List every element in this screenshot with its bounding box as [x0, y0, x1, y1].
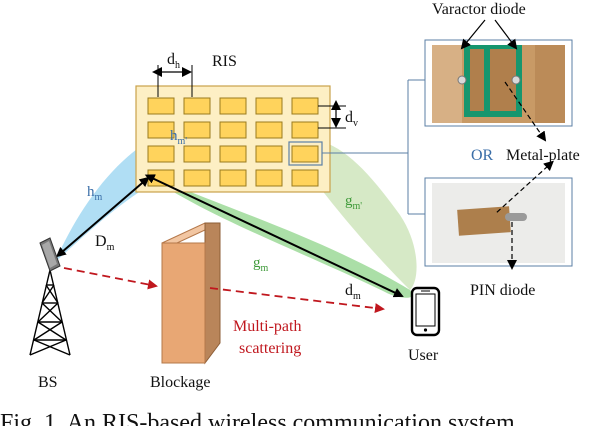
label-dm: dm	[345, 282, 361, 302]
label-scattering: scattering	[239, 340, 301, 357]
label-gm: gm	[253, 255, 269, 274]
ris-element	[183, 169, 211, 187]
varactor-photo	[424, 39, 573, 127]
label-blockage: Blockage	[150, 374, 210, 391]
label-bs: BS	[38, 374, 58, 391]
label-ris: RIS	[212, 53, 237, 70]
bs-antenna-panel	[39, 237, 61, 272]
ris-element	[219, 121, 247, 139]
pin-diode-photo	[424, 177, 573, 267]
ris-element	[255, 169, 283, 187]
ris-element	[255, 97, 283, 115]
scattered-link	[209, 287, 385, 313]
label-dh: dh	[167, 51, 180, 71]
label-Dm: Dm	[95, 233, 115, 253]
arrow-dm	[144, 174, 404, 298]
label-dv: dv	[345, 109, 358, 129]
ris-element	[183, 121, 211, 139]
label-varactor-diode: Varactor diode	[432, 1, 526, 18]
ris-element	[219, 169, 247, 187]
arrow-Dm	[55, 176, 150, 258]
ris-element	[291, 145, 319, 163]
ris-element	[291, 121, 319, 139]
label-multipath: Multi-path	[233, 318, 301, 335]
figure-caption: Fig. 1. An RIS-based wireless communicat…	[0, 410, 521, 426]
label-or: OR	[471, 147, 494, 164]
ris-panel	[135, 85, 331, 193]
blocked-direct-link	[63, 267, 158, 290]
ris-element	[255, 145, 283, 163]
ris-element	[219, 97, 247, 115]
base-station-tower-icon	[29, 269, 71, 356]
label-metal-plate: Metal-plate	[506, 147, 580, 164]
ris-element	[291, 169, 319, 187]
ris-element	[147, 121, 175, 139]
smartphone-icon	[410, 286, 441, 337]
ris-element	[183, 97, 211, 115]
ris-element	[255, 121, 283, 139]
ris-element	[147, 97, 175, 115]
ris-element	[291, 97, 319, 115]
ris-to-photos-connector	[322, 79, 425, 215]
ris-element-grid	[147, 97, 319, 187]
ris-element	[147, 145, 175, 163]
ris-element	[183, 145, 211, 163]
label-user: User	[408, 347, 439, 364]
blockage-wall	[161, 222, 221, 365]
label-pin-diode: PIN diode	[470, 282, 535, 299]
ris-element	[147, 169, 175, 187]
label-hm-prime: hm'	[170, 128, 187, 147]
ris-element	[219, 145, 247, 163]
